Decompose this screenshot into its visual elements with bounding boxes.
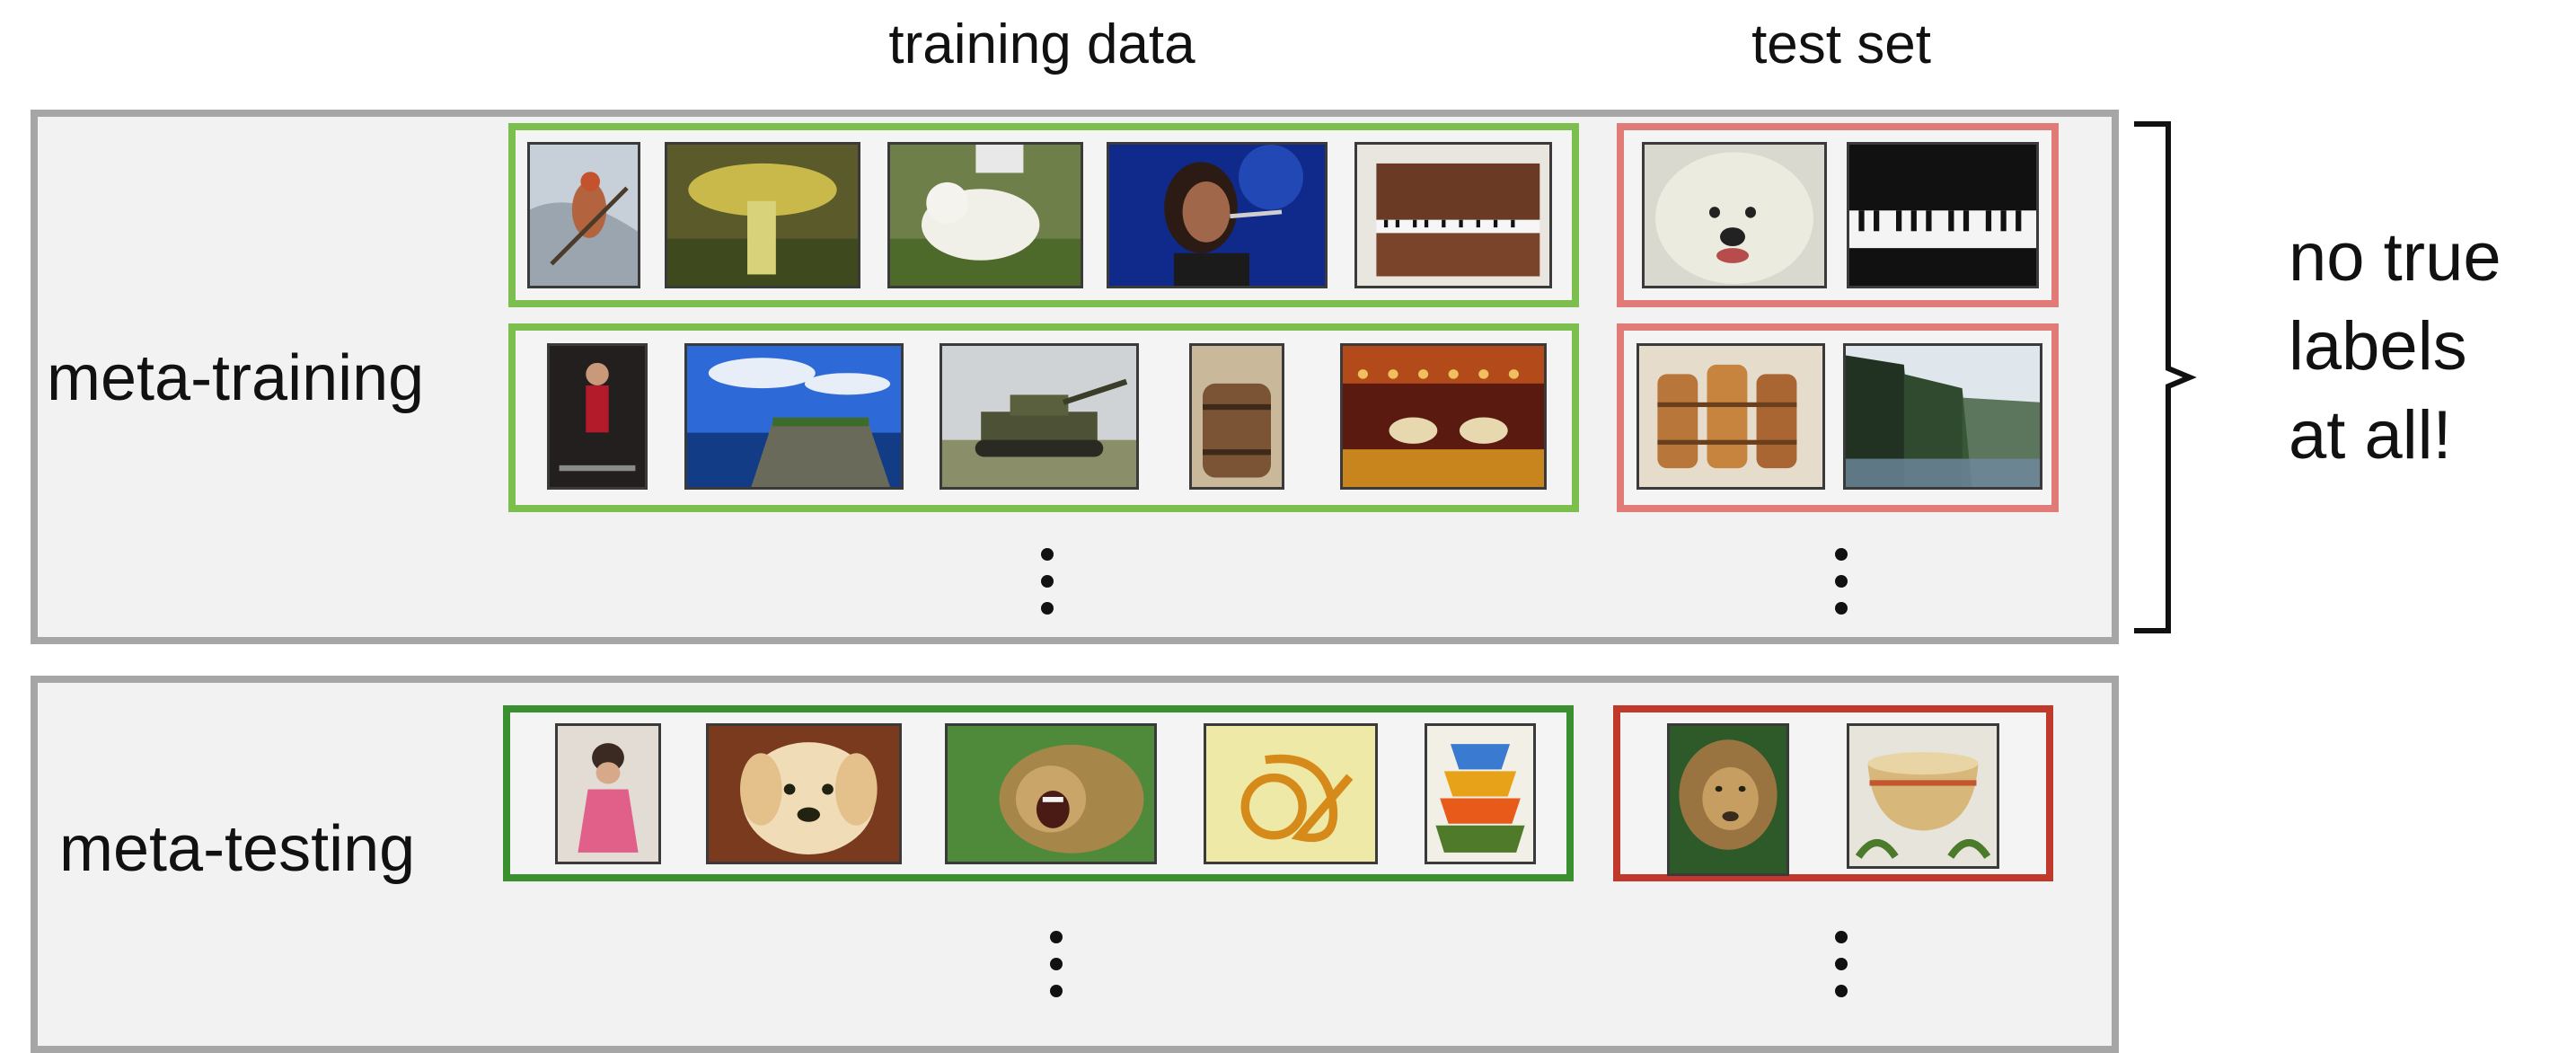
gymnast-image [547,343,648,490]
mushroom-image [665,142,860,288]
training-data-header: training data [888,13,1195,75]
test-set-header: test set [1751,13,1931,75]
barrels-image [1636,343,1825,490]
cliff-coast-image [684,343,904,490]
lion-image [1667,723,1789,876]
note-line-3: at all! [2289,396,2452,473]
right-brace-icon [2134,121,2197,633]
tank-image [940,343,1139,490]
bowl-image [1847,723,1999,869]
note-line-1: no true [2289,219,2501,296]
dancer-image [555,723,661,864]
white-dog-image [887,142,1083,288]
piano-keys-image [1847,142,2039,288]
shaggy-dog-image [1642,142,1827,288]
no-labels-note: no true labels at all! [2289,214,2501,480]
meta-testing-train-ellipsis [1047,931,1065,1012]
knot-symbol-image [1204,723,1378,864]
meta-training-test-ellipsis [1832,548,1850,629]
meta-training-train-ellipsis [1038,548,1056,629]
singer-image [1107,142,1328,288]
carousel-image [1340,343,1547,490]
note-line-2: labels [2289,307,2467,385]
roaring-lion-image [945,723,1157,864]
meta-testing-label: meta-testing [59,813,416,885]
piano-image [1354,142,1552,288]
sea-cliffs-image [1843,343,2042,490]
bird-image [527,142,640,288]
meta-testing-test-ellipsis [1832,931,1850,1012]
barrel-image [1189,343,1284,490]
golden-retriever-image [706,723,902,864]
bowl-stack-image [1425,723,1536,864]
meta-training-label: meta-training [47,342,425,414]
